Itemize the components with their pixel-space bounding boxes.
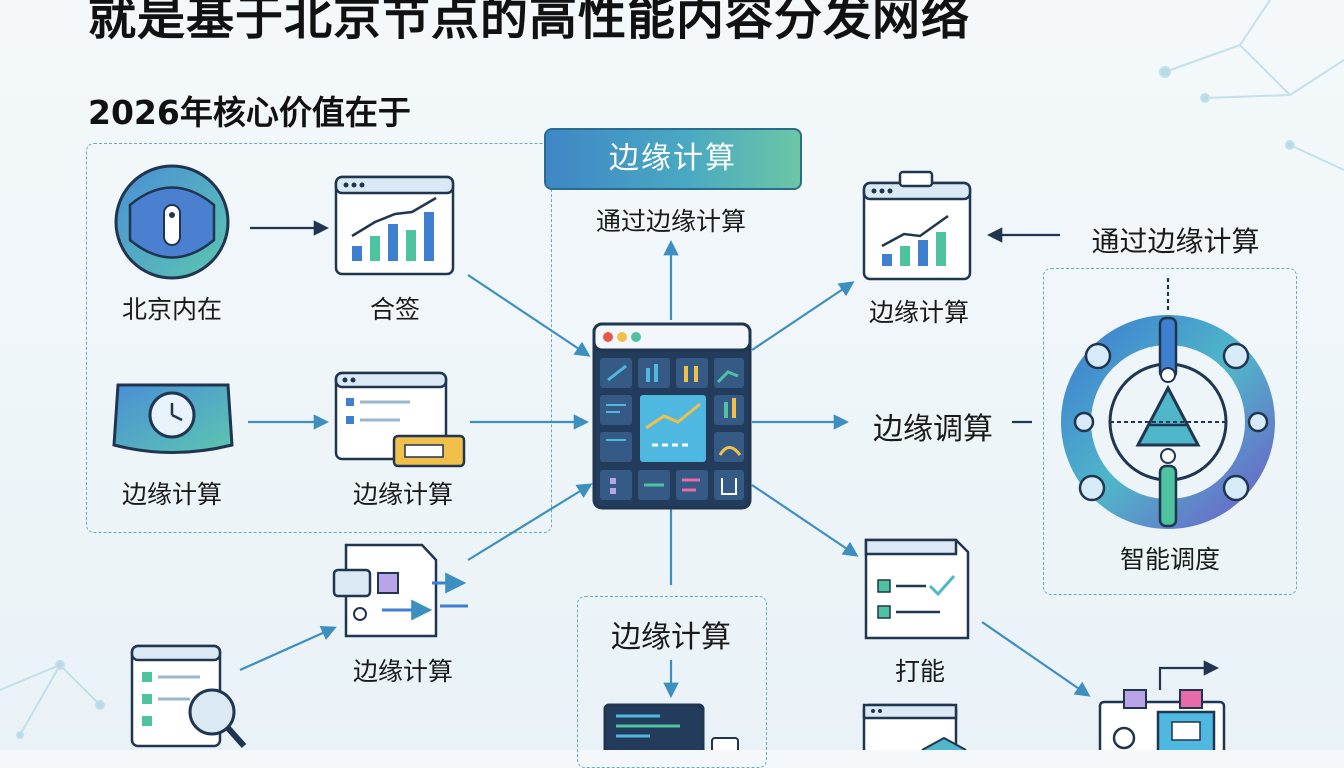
search-list-icon — [130, 644, 247, 748]
dashboard-hub-icon — [592, 322, 752, 510]
arrow-hub-to-chartdoc — [751, 281, 855, 351]
arrow-server-out — [1158, 660, 1220, 690]
arrow-chart-to-hub — [467, 274, 591, 357]
label-edge-left: 边缘计算 — [121, 480, 222, 509]
diagram-graphics — [112, 164, 1275, 750]
arrow-checklist-to-server — [981, 621, 1091, 697]
chart-window-icon — [334, 175, 455, 276]
label-edge-doc: 边缘计算 — [352, 480, 453, 509]
label-hejian: 合签 — [369, 295, 420, 324]
checklist-doc-icon — [864, 538, 970, 640]
label-dashed-box-center: 边缘计算 — [611, 620, 731, 655]
arrow-search-to-chat — [239, 625, 337, 672]
label-through-top: 通过边缘计算 — [595, 207, 746, 236]
laptop-icon — [603, 703, 739, 750]
list-doc-icon — [334, 371, 466, 468]
label-daneng: 打能 — [894, 657, 945, 686]
chat-doc-icon — [332, 543, 468, 638]
arrow-hub-to-checklist — [751, 484, 859, 557]
network-ring-icon — [1061, 315, 1275, 529]
section-subtitle: 2026年核心价值在于 — [88, 93, 411, 132]
top-banner-edge-computing: 边缘计算 — [544, 128, 802, 190]
small-window-icon — [862, 703, 967, 750]
arrow-chat-to-hub — [467, 483, 593, 561]
label-edge-schedule: 边缘调算 — [873, 412, 993, 447]
label-beijing: 北京内在 — [121, 295, 222, 324]
background-network-decoration — [0, 0, 1344, 739]
page-title: 就是基于北京节点的高性能内容分发网络 — [88, 0, 971, 46]
label-edge-right-chart: 边缘计算 — [868, 298, 969, 327]
server-icon — [1098, 689, 1226, 750]
left-dashed-group — [86, 143, 552, 533]
clock-tray-icon — [112, 383, 234, 454]
shield-person-icon — [114, 164, 230, 280]
label-edge-bottom-mid: 边缘计算 — [352, 657, 453, 686]
label-through-right: 通过边缘计算 — [1091, 225, 1260, 258]
right-dashed-group — [1043, 268, 1297, 595]
label-smart-schedule: 智能调度 — [1119, 545, 1220, 574]
chart-doc-icon — [862, 170, 972, 281]
